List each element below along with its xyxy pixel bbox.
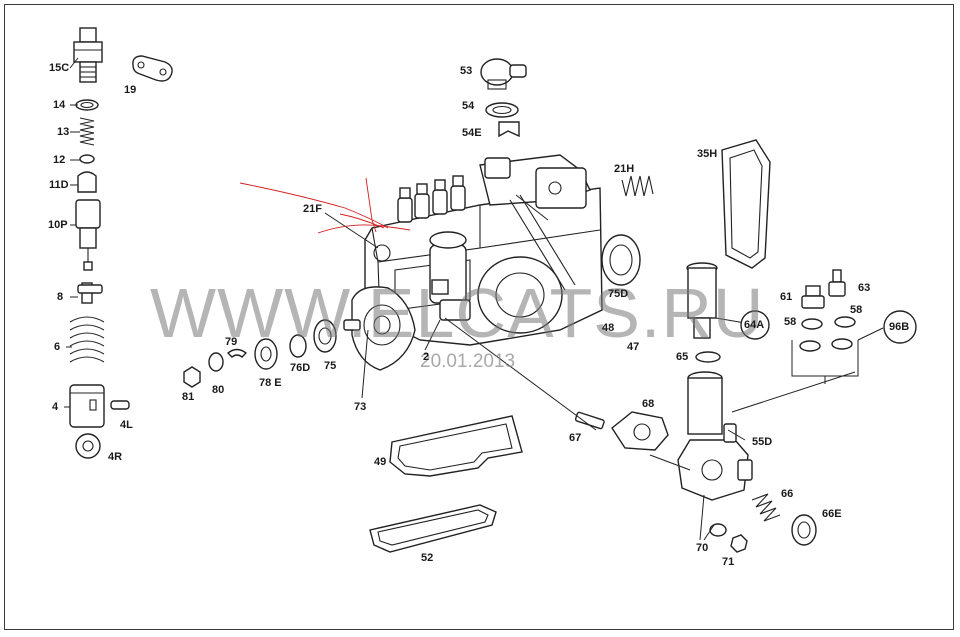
callout-21F: 21F (303, 203, 322, 215)
callout-48: 48 (602, 322, 615, 334)
callout-81: 81 (182, 391, 195, 403)
callout-70: 70 (696, 542, 709, 554)
part-66E-plug (791, 514, 817, 546)
callout-4R: 4R (108, 451, 123, 463)
red-annotation-marks (239, 177, 411, 234)
part-52-gasket (369, 504, 497, 553)
part-54E-clip (498, 121, 520, 138)
callout-circle-64A (740, 310, 770, 340)
callout-54E: 54E (462, 127, 482, 139)
part-70-washer (709, 523, 727, 537)
callout-13: 13 (57, 126, 70, 138)
part-8-lever (77, 282, 103, 304)
part-66-spring (751, 493, 781, 522)
part-14-seal-ring (75, 99, 99, 111)
part-55D-feed-pump (677, 371, 753, 501)
callout-65: 65 (676, 351, 689, 363)
part-13-spring (79, 117, 95, 146)
part-75-bearing (313, 319, 337, 353)
part-63-nipple (828, 269, 846, 297)
pump-housing (364, 154, 603, 346)
callout-circle-96B (883, 310, 917, 344)
callout-52: 52 (421, 552, 434, 564)
part-78E-gear (254, 338, 278, 370)
part-49-gasket (389, 415, 523, 477)
part-4-sleeve (69, 384, 105, 428)
part-4L-pin (110, 400, 130, 410)
callout-73: 73 (354, 401, 367, 413)
callout-54: 54 (462, 100, 475, 112)
callout-11D: 11D (49, 179, 69, 191)
callout-67: 67 (569, 432, 582, 444)
part-61-fitting (801, 285, 825, 309)
part-53-cap (480, 58, 527, 90)
part-58-washer-a (801, 318, 823, 330)
part-71-nut (730, 534, 748, 553)
part-65-ring (695, 351, 721, 363)
part-4R-ring (75, 433, 101, 459)
part-6-spring (69, 316, 105, 363)
callout-53: 53 (460, 65, 473, 77)
part-10P-plunger (75, 199, 101, 271)
part-76D-spacer (289, 334, 307, 358)
leader-lines (64, 57, 884, 541)
callout-58-left: 58 (784, 316, 797, 328)
callout-80: 80 (212, 384, 225, 396)
callout-10P: 10P (48, 219, 68, 231)
callout-55D: 55D (752, 436, 773, 448)
callout-49: 49 (374, 456, 387, 468)
part-64A-filter (686, 262, 718, 339)
part-75D-bearing (601, 234, 641, 286)
callout-21H: 21H (614, 163, 635, 175)
callout-78E: 78 E (259, 377, 282, 389)
part-79-key (226, 348, 248, 358)
callout-79: 79 (225, 336, 238, 348)
callout-15C: 15C (49, 62, 70, 74)
part-81-nut (183, 366, 201, 388)
callout-75D: 75D (608, 288, 629, 300)
callout-58-right: 58 (850, 304, 863, 316)
callout-71: 71 (722, 556, 735, 568)
part-21H-spring (621, 175, 654, 197)
callout-35H: 35H (697, 148, 718, 160)
watermark-date: 20.01.2013 (420, 351, 516, 372)
callout-61: 61 (780, 291, 793, 303)
part-15C-fitting (73, 27, 103, 83)
callout-64A: 64A (744, 319, 765, 331)
callout-14: 14 (53, 99, 66, 111)
part-58-washer-b (799, 340, 821, 352)
part-67-stud (574, 411, 605, 430)
delivery-valve-holders (397, 175, 466, 223)
part-19-gasket (132, 55, 173, 82)
diagram-frame (4, 4, 954, 630)
part-80-washer (208, 352, 224, 372)
drive-flange (343, 286, 416, 371)
callout-4: 4 (52, 401, 59, 413)
callout-47: 47 (627, 341, 640, 353)
callout-2: 2 (423, 351, 430, 363)
callout-66: 66 (781, 488, 794, 500)
part-35H-gasket (721, 139, 771, 269)
callout-8: 8 (57, 291, 64, 303)
callout-19: 19 (124, 84, 137, 96)
part-12-washer (79, 154, 95, 164)
callout-68: 68 (642, 398, 655, 410)
callout-76D: 76D (290, 362, 311, 374)
callout-96B: 96B (889, 321, 910, 333)
callout-12: 12 (53, 154, 66, 166)
callout-66E: 66E (822, 508, 842, 520)
callout-75: 75 (324, 360, 337, 372)
watermark-text: WWW.ELCATS.RU (150, 274, 765, 352)
callout-4L: 4L (120, 419, 133, 431)
callout-63: 63 (858, 282, 871, 294)
callout-6: 6 (54, 341, 61, 353)
part-11D-valve (77, 171, 97, 193)
part-68-gasket (611, 411, 669, 451)
part-54-seal (485, 102, 519, 118)
